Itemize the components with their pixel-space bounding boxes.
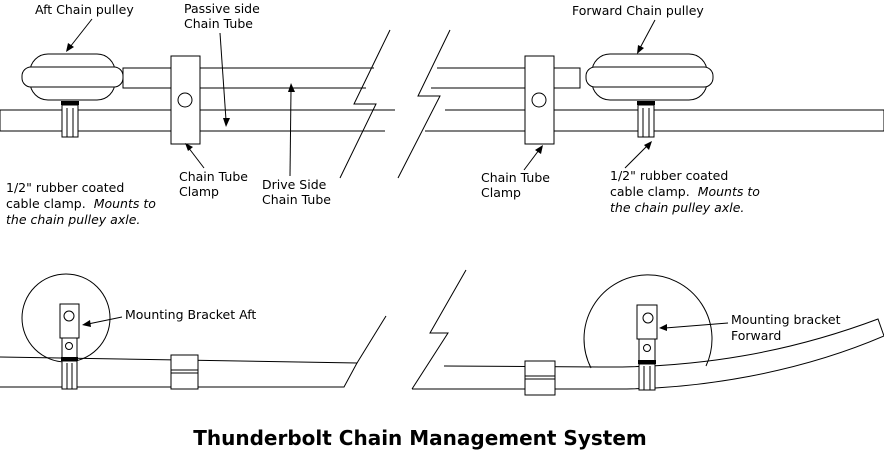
label-tube-clamp-aft-2: Clamp <box>179 184 219 199</box>
passive-side-chain-tube-forward <box>431 67 581 89</box>
label-tube-clamp-fwd-2: Clamp <box>481 185 521 200</box>
clamp-bolt-hole-forward <box>531 92 547 108</box>
label-cable-clamp-fwd-1: 1/2" rubber coated <box>610 168 728 183</box>
label-aft-chain-pulley: Aft Chain pulley <box>35 2 134 17</box>
label-tube-clamp-fwd-1: Chain Tube <box>481 170 550 185</box>
top-aft-assembly: Aft Chain pulley Passive side Chain Tube… <box>0 1 395 227</box>
label-mounting-bracket-aft: Mounting Bracket Aft <box>125 307 256 322</box>
forward-chain-pulley <box>585 53 714 138</box>
tube-coupler-aft <box>170 354 199 390</box>
label-drive-side-2: Chain Tube <box>262 192 331 207</box>
mounting-bracket-forward <box>636 304 658 391</box>
clamp-bolt-hole <box>177 92 193 108</box>
label-cable-clamp-aft-3: the chain pulley axle. <box>6 212 140 227</box>
label-tube-clamp-aft-1: Chain Tube <box>179 169 248 184</box>
break-line-bottom-left <box>356 315 387 364</box>
label-cable-clamp-fwd-3: the chain pulley axle. <box>610 200 744 215</box>
break-line-top-right <box>397 29 451 179</box>
bottom-forward-assembly: Mounting bracket Forward <box>411 269 884 396</box>
passive-side-chain-tube <box>122 67 374 89</box>
diagram-title: Thunderbolt Chain Management System <box>193 426 647 450</box>
bottom-aft-assembly: Mounting Bracket Aft <box>0 273 387 390</box>
top-forward-assembly: Forward Chain pulley Chain Tube Clamp 1/… <box>397 3 884 215</box>
label-cable-clamp-aft-2: cable clamp. Mounts to <box>6 196 156 211</box>
break-line-bottom-right <box>411 269 467 390</box>
label-mounting-bracket-fwd-2: Forward <box>731 328 781 343</box>
mounting-bracket-aft <box>59 303 80 390</box>
tube-coupler-forward <box>524 360 556 396</box>
label-forward-chain-pulley: Forward Chain pulley <box>572 3 704 18</box>
chain-tube-bottom-forward <box>412 318 884 390</box>
label-passive-side-2: Chain Tube <box>184 16 253 31</box>
aft-chain-pulley <box>21 53 124 138</box>
label-cable-clamp-aft-1: 1/2" rubber coated <box>6 180 124 195</box>
break-line-top-left <box>339 29 391 179</box>
label-drive-side-1: Drive Side <box>262 177 327 192</box>
label-mounting-bracket-fwd-1: Mounting bracket <box>731 312 841 327</box>
label-passive-side-1: Passive side <box>184 1 260 16</box>
label-cable-clamp-fwd-2: cable clamp. Mounts to <box>610 184 760 199</box>
